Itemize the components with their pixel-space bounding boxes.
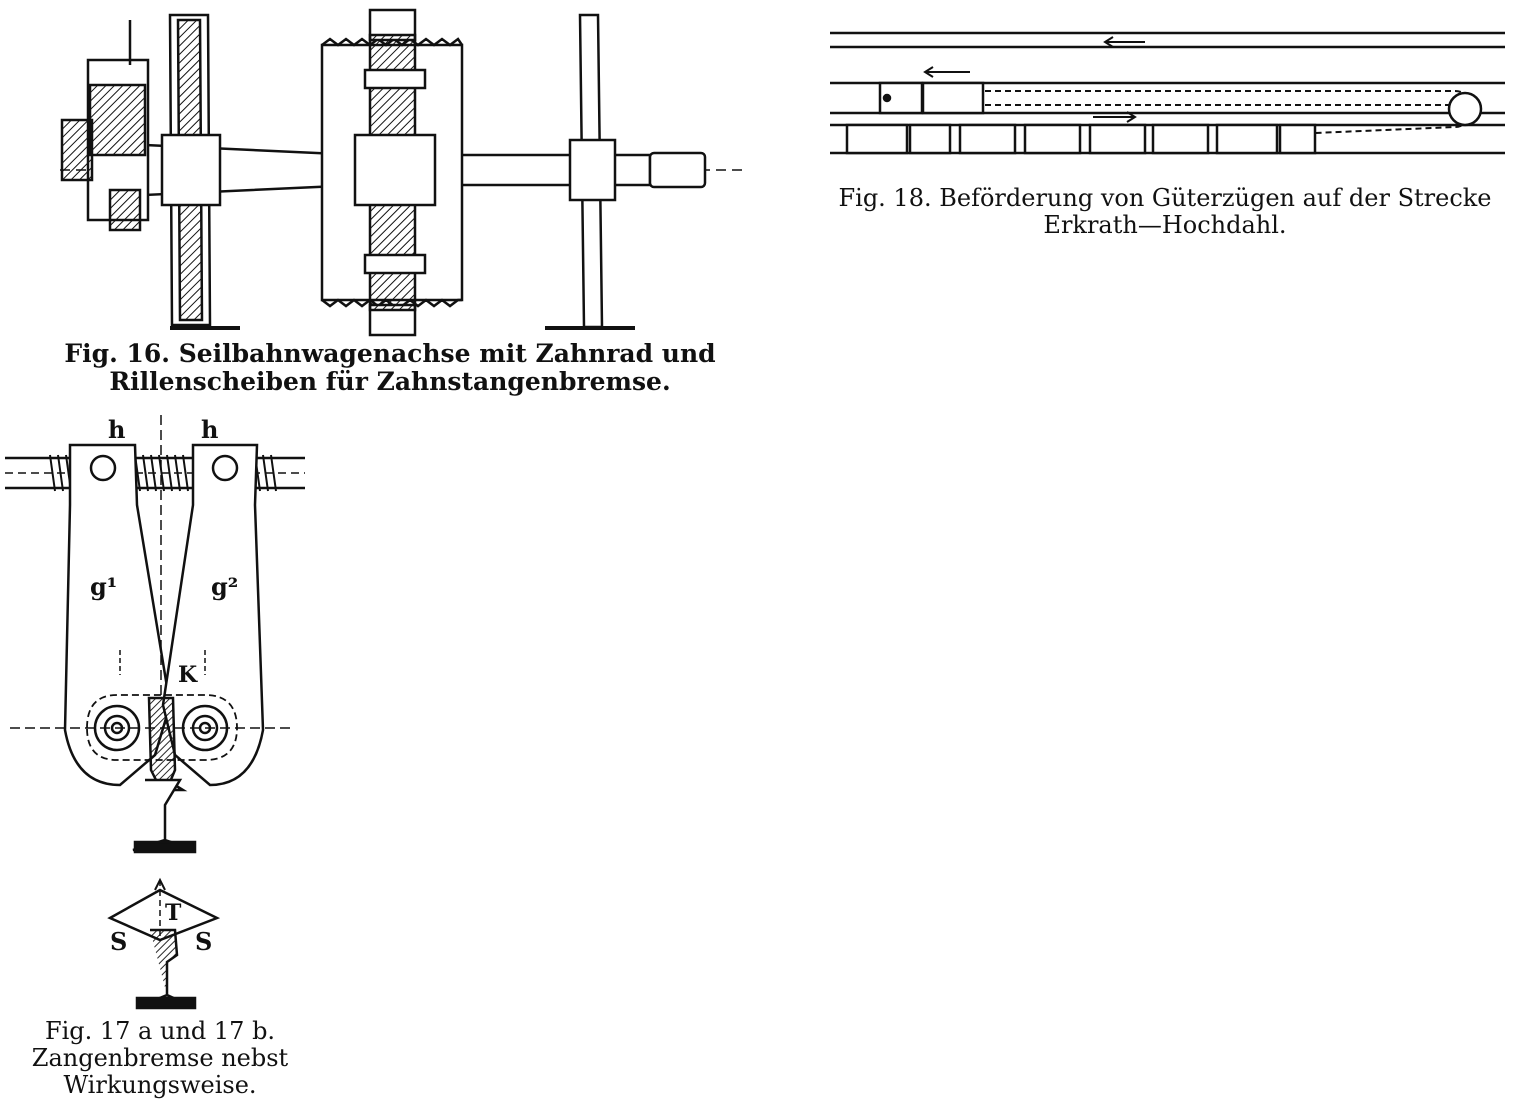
fig17-caption: Fig. 17 a und 17 b. Zangenbremse nebst W…: [10, 1018, 310, 1099]
fig17-tong-brake-drawing: h h g¹ g² K T S S: [5, 410, 315, 1015]
fig16-caption: Fig. 16. Seilbahnwagenachse mit Zahnrad …: [60, 340, 720, 396]
fig17-label-h-right: h: [201, 415, 218, 444]
fig17-caption-line2: Zangenbremse nebst: [31, 1043, 289, 1072]
fig17-caption-line3: Wirkungsweise.: [63, 1070, 257, 1099]
fig17-label-s-left: S: [110, 927, 127, 956]
fig16-axle-drawing: [50, 5, 750, 340]
fig18-caption-line2: Erkrath—Hochdahl.: [1043, 210, 1287, 239]
fig16-axle-svg: [60, 8, 745, 337]
fig17-label-s-right: S: [195, 927, 212, 956]
fig17-label-t: T: [165, 900, 182, 926]
fig17-label-h-left: h: [108, 415, 125, 444]
fig18-caption: Fig. 18. Beförderung von Güterzügen auf …: [810, 185, 1520, 239]
fig18-track-svg: [830, 31, 1505, 155]
fig16-caption-line2: Rillenscheiben für Zahnstangenbremse.: [109, 367, 671, 396]
fig16-caption-line1: Fig. 16. Seilbahnwagenachse mit Zahnrad …: [64, 339, 716, 368]
fig18-caption-line1: Fig. 18. Beförderung von Güterzügen auf …: [838, 184, 1492, 212]
fig17-caption-line1: Fig. 17 a und 17 b.: [44, 1017, 276, 1045]
fig17-tong-brake-svg: h h g¹ g² K T S S: [5, 415, 305, 1010]
fig17-label-g2: g²: [211, 572, 238, 601]
fig18-track-diagram: [825, 25, 1515, 165]
fig17-label-k: K: [178, 662, 198, 688]
fig17-label-g1: g¹: [90, 572, 117, 601]
